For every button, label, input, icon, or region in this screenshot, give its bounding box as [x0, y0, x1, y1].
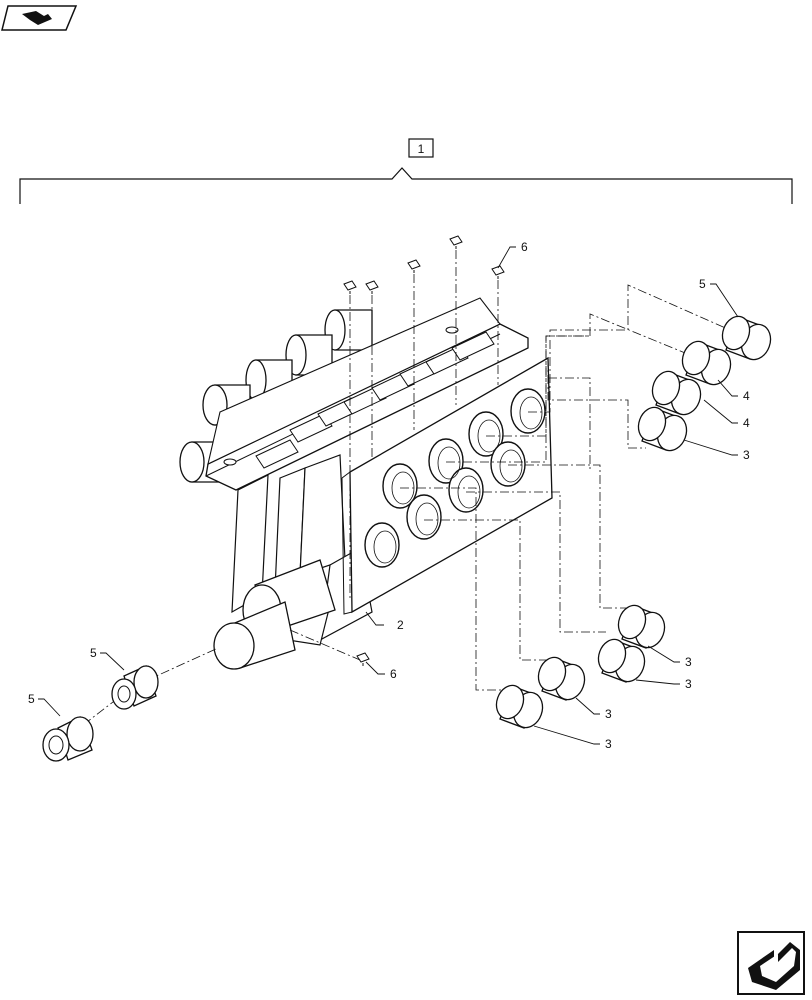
callout-labels: 2 6 6 5 4 4 3 3 3 3 3 5 5 — [28, 240, 750, 751]
bushing-4-b — [651, 370, 702, 416]
assembly-ref-label: 1 — [418, 142, 425, 156]
callout-5: 5 — [90, 646, 97, 660]
bushing-3-c — [597, 638, 646, 683]
bushing-5-top — [721, 315, 772, 361]
bushing-5-low — [42, 716, 94, 762]
bushing-3-d — [537, 656, 586, 701]
bolt-icon — [343, 280, 357, 294]
bushing-3-b — [617, 604, 666, 649]
bolt-icon — [365, 280, 379, 294]
callout-2: 2 — [397, 618, 404, 632]
bushing-3-a — [637, 406, 688, 452]
book-icon[interactable] — [1, 5, 78, 31]
callout-3: 3 — [605, 737, 612, 751]
bushings — [42, 315, 772, 762]
callout-4: 4 — [743, 389, 750, 403]
bolts — [343, 235, 505, 666]
bolt-icon — [449, 235, 463, 249]
bushing-3-e — [495, 684, 544, 729]
frame-lower-tube — [213, 559, 336, 670]
callout-4: 4 — [743, 416, 750, 430]
callout-6: 6 — [390, 667, 397, 681]
assembly-bracket: 1 — [19, 138, 793, 204]
bolt-icon — [491, 265, 505, 279]
callout-leaders — [38, 246, 739, 745]
top-plate — [205, 297, 529, 491]
callout-3: 3 — [685, 677, 692, 691]
callout-3: 3 — [685, 655, 692, 669]
callout-6: 6 — [521, 240, 528, 254]
bolt-icon — [407, 259, 421, 273]
callout-3: 3 — [743, 448, 750, 462]
phantom-lines — [69, 250, 731, 736]
callout-5: 5 — [699, 277, 706, 291]
bushing-4-a — [681, 340, 732, 386]
front-plate — [341, 356, 553, 615]
callout-5: 5 — [28, 692, 35, 706]
frame-legs — [231, 454, 373, 646]
bushing-5-mid — [111, 665, 159, 710]
assembly-ref-box — [408, 138, 434, 158]
callout-3: 3 — [605, 707, 612, 721]
next-page-arrow-icon[interactable] — [737, 931, 805, 995]
